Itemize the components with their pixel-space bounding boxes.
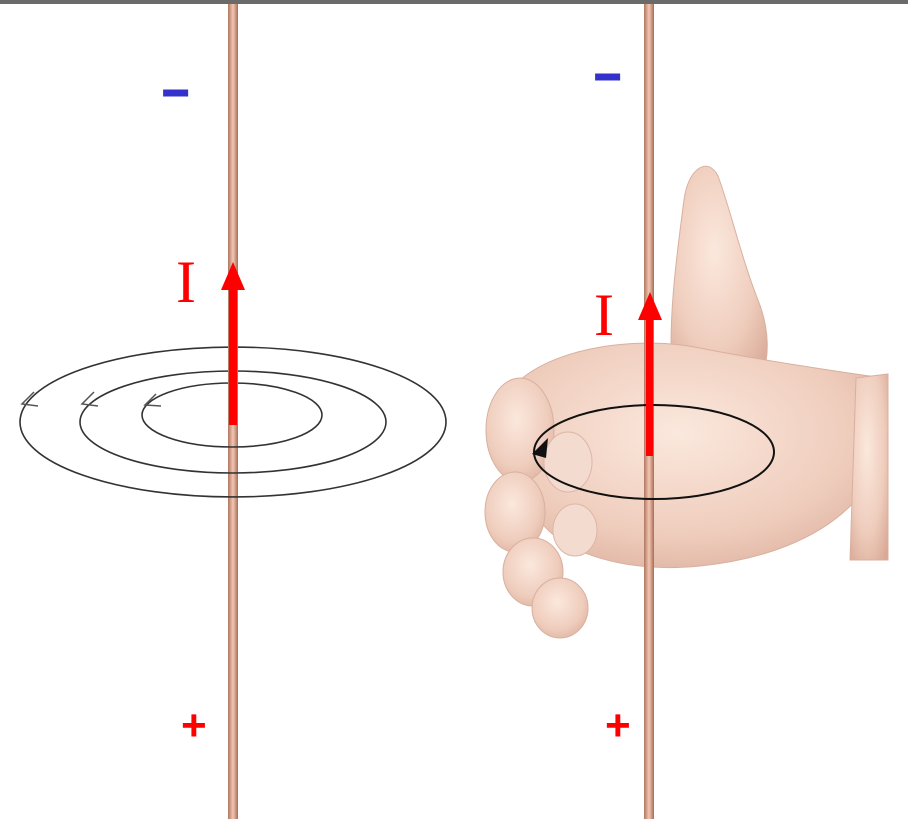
negative-terminal-right: -: [591, 44, 624, 102]
negative-terminal-left: -: [159, 60, 192, 118]
positive-terminal-left: +: [181, 704, 207, 748]
right-hand-icon: [485, 166, 888, 638]
current-arrow-left: [221, 262, 245, 425]
current-label-left: I: [176, 252, 196, 312]
field-direction-arrows: [22, 392, 161, 406]
current-label-right: I: [594, 285, 614, 345]
positive-terminal-right: +: [605, 704, 631, 748]
